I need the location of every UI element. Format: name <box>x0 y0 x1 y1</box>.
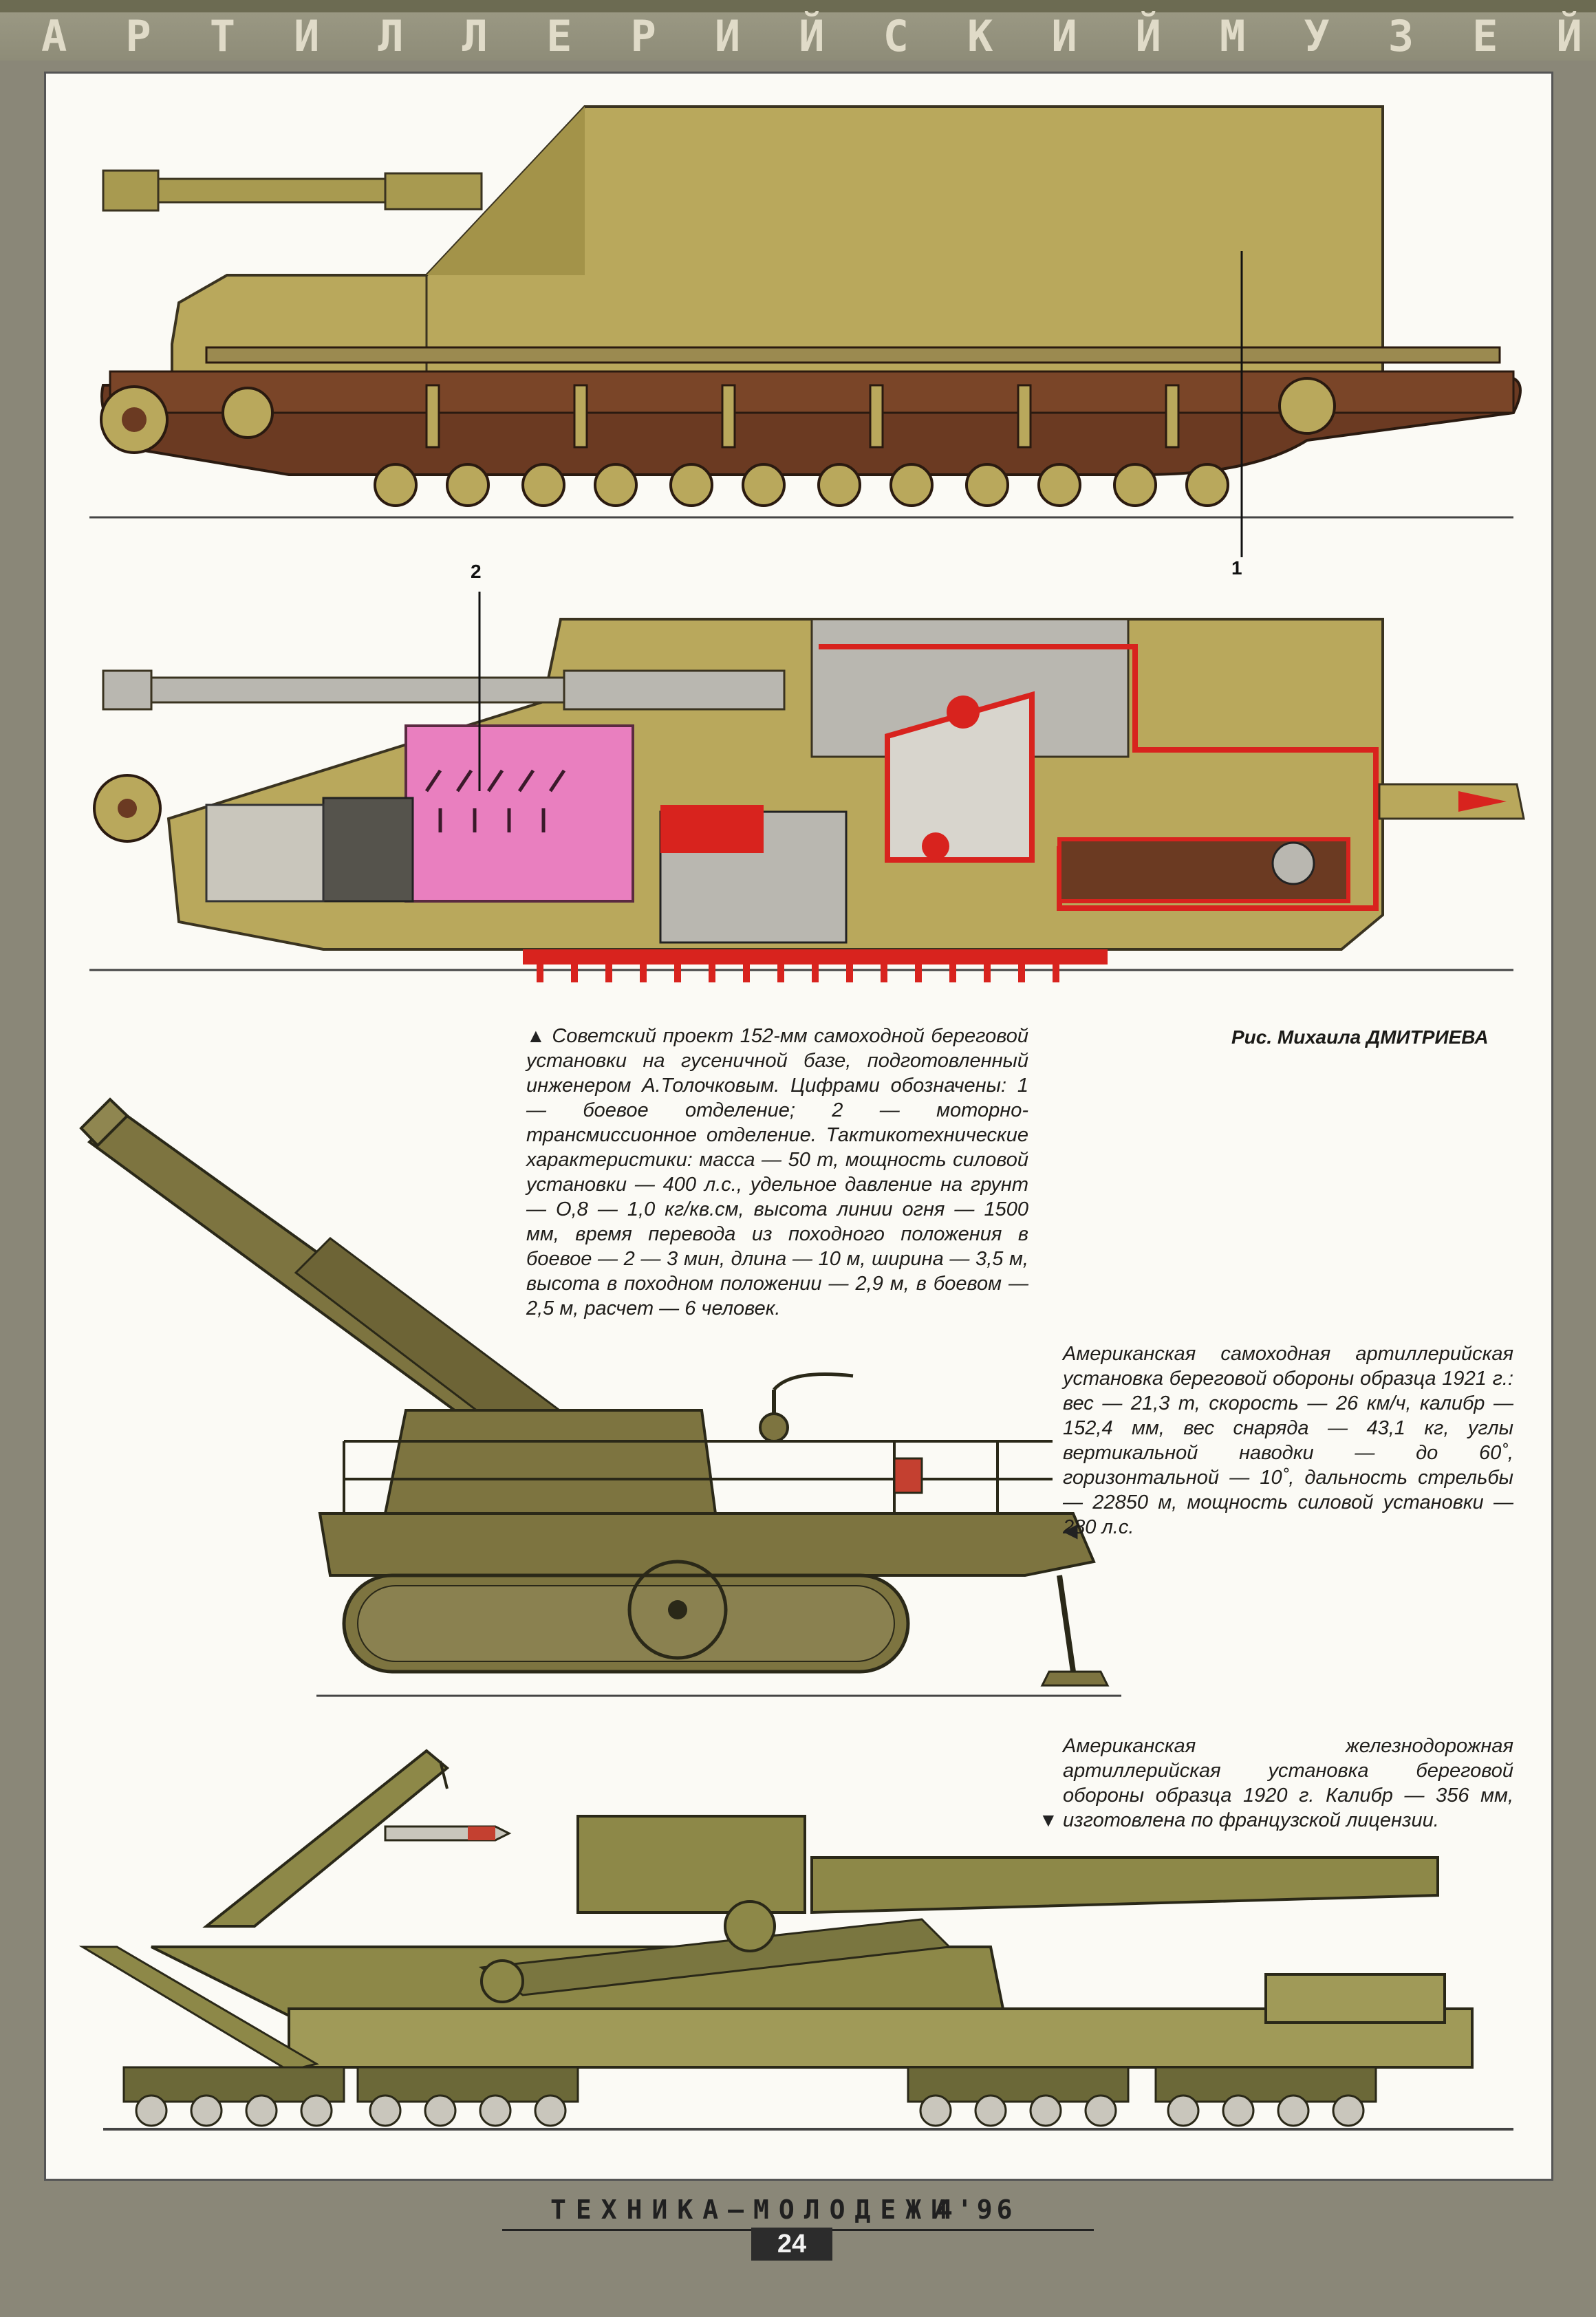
soviet-sp-exterior-figure <box>89 105 1522 557</box>
soviet-sp-cutaway-figure <box>89 592 1525 982</box>
header-letter: И <box>294 10 320 61</box>
header-letter: М <box>1220 10 1246 61</box>
caption-soviet-sp: ▲Советский проект 152-мм самоходной бере… <box>526 1024 1028 1321</box>
magazine-name: ТЕХНИКА–МОЛОДЕЖИ <box>550 2195 957 2225</box>
header-letter: Й <box>1135 10 1161 61</box>
header-letter: Й <box>799 10 825 61</box>
header-letter: У <box>1304 10 1330 61</box>
header-letter: Й <box>1556 10 1582 61</box>
header-letter: К <box>967 10 993 61</box>
issue-number: 4'96 <box>937 2195 1017 2225</box>
header-letter: Л <box>378 10 404 61</box>
header-letter: Л <box>462 10 488 61</box>
header-letter: Е <box>1472 10 1498 61</box>
header-letter: С <box>883 10 909 61</box>
header-letter: А <box>41 10 67 61</box>
page-number: 24 <box>751 2228 832 2261</box>
header-letter: И <box>1051 10 1077 61</box>
header-letter: З <box>1388 10 1414 61</box>
caption-soviet-text: Советский проект 152-мм самоходной берег… <box>526 1025 1028 1319</box>
caption-american-rail: Американская железнодорожная артиллерийс… <box>1063 1734 1513 1833</box>
header-letter: И <box>714 10 741 61</box>
header-letter: Е <box>546 10 572 61</box>
american-sp-figure <box>79 1097 1121 1697</box>
triangle-left-icon: ◀ <box>1063 1520 1078 1541</box>
header-letter: Т <box>209 10 236 61</box>
caption-american-rail-text: Американская железнодорожная артиллерийс… <box>1063 1735 1513 1831</box>
callout-1: 1 <box>1231 557 1242 579</box>
header-letter: Р <box>630 10 656 61</box>
illustration-credit: Рис. Михаила ДМИТРИЕВА <box>1231 1026 1489 1048</box>
american-rail-figure <box>78 1749 1513 2131</box>
callout-2: 2 <box>471 561 482 582</box>
triangle-down-icon: ▼ <box>1039 1809 1058 1831</box>
header-letter: Р <box>125 10 151 61</box>
caption-american-sp: Американская самоходная артиллерийская у… <box>1063 1343 1513 1538</box>
triangle-up-icon: ▲ <box>526 1025 547 1046</box>
